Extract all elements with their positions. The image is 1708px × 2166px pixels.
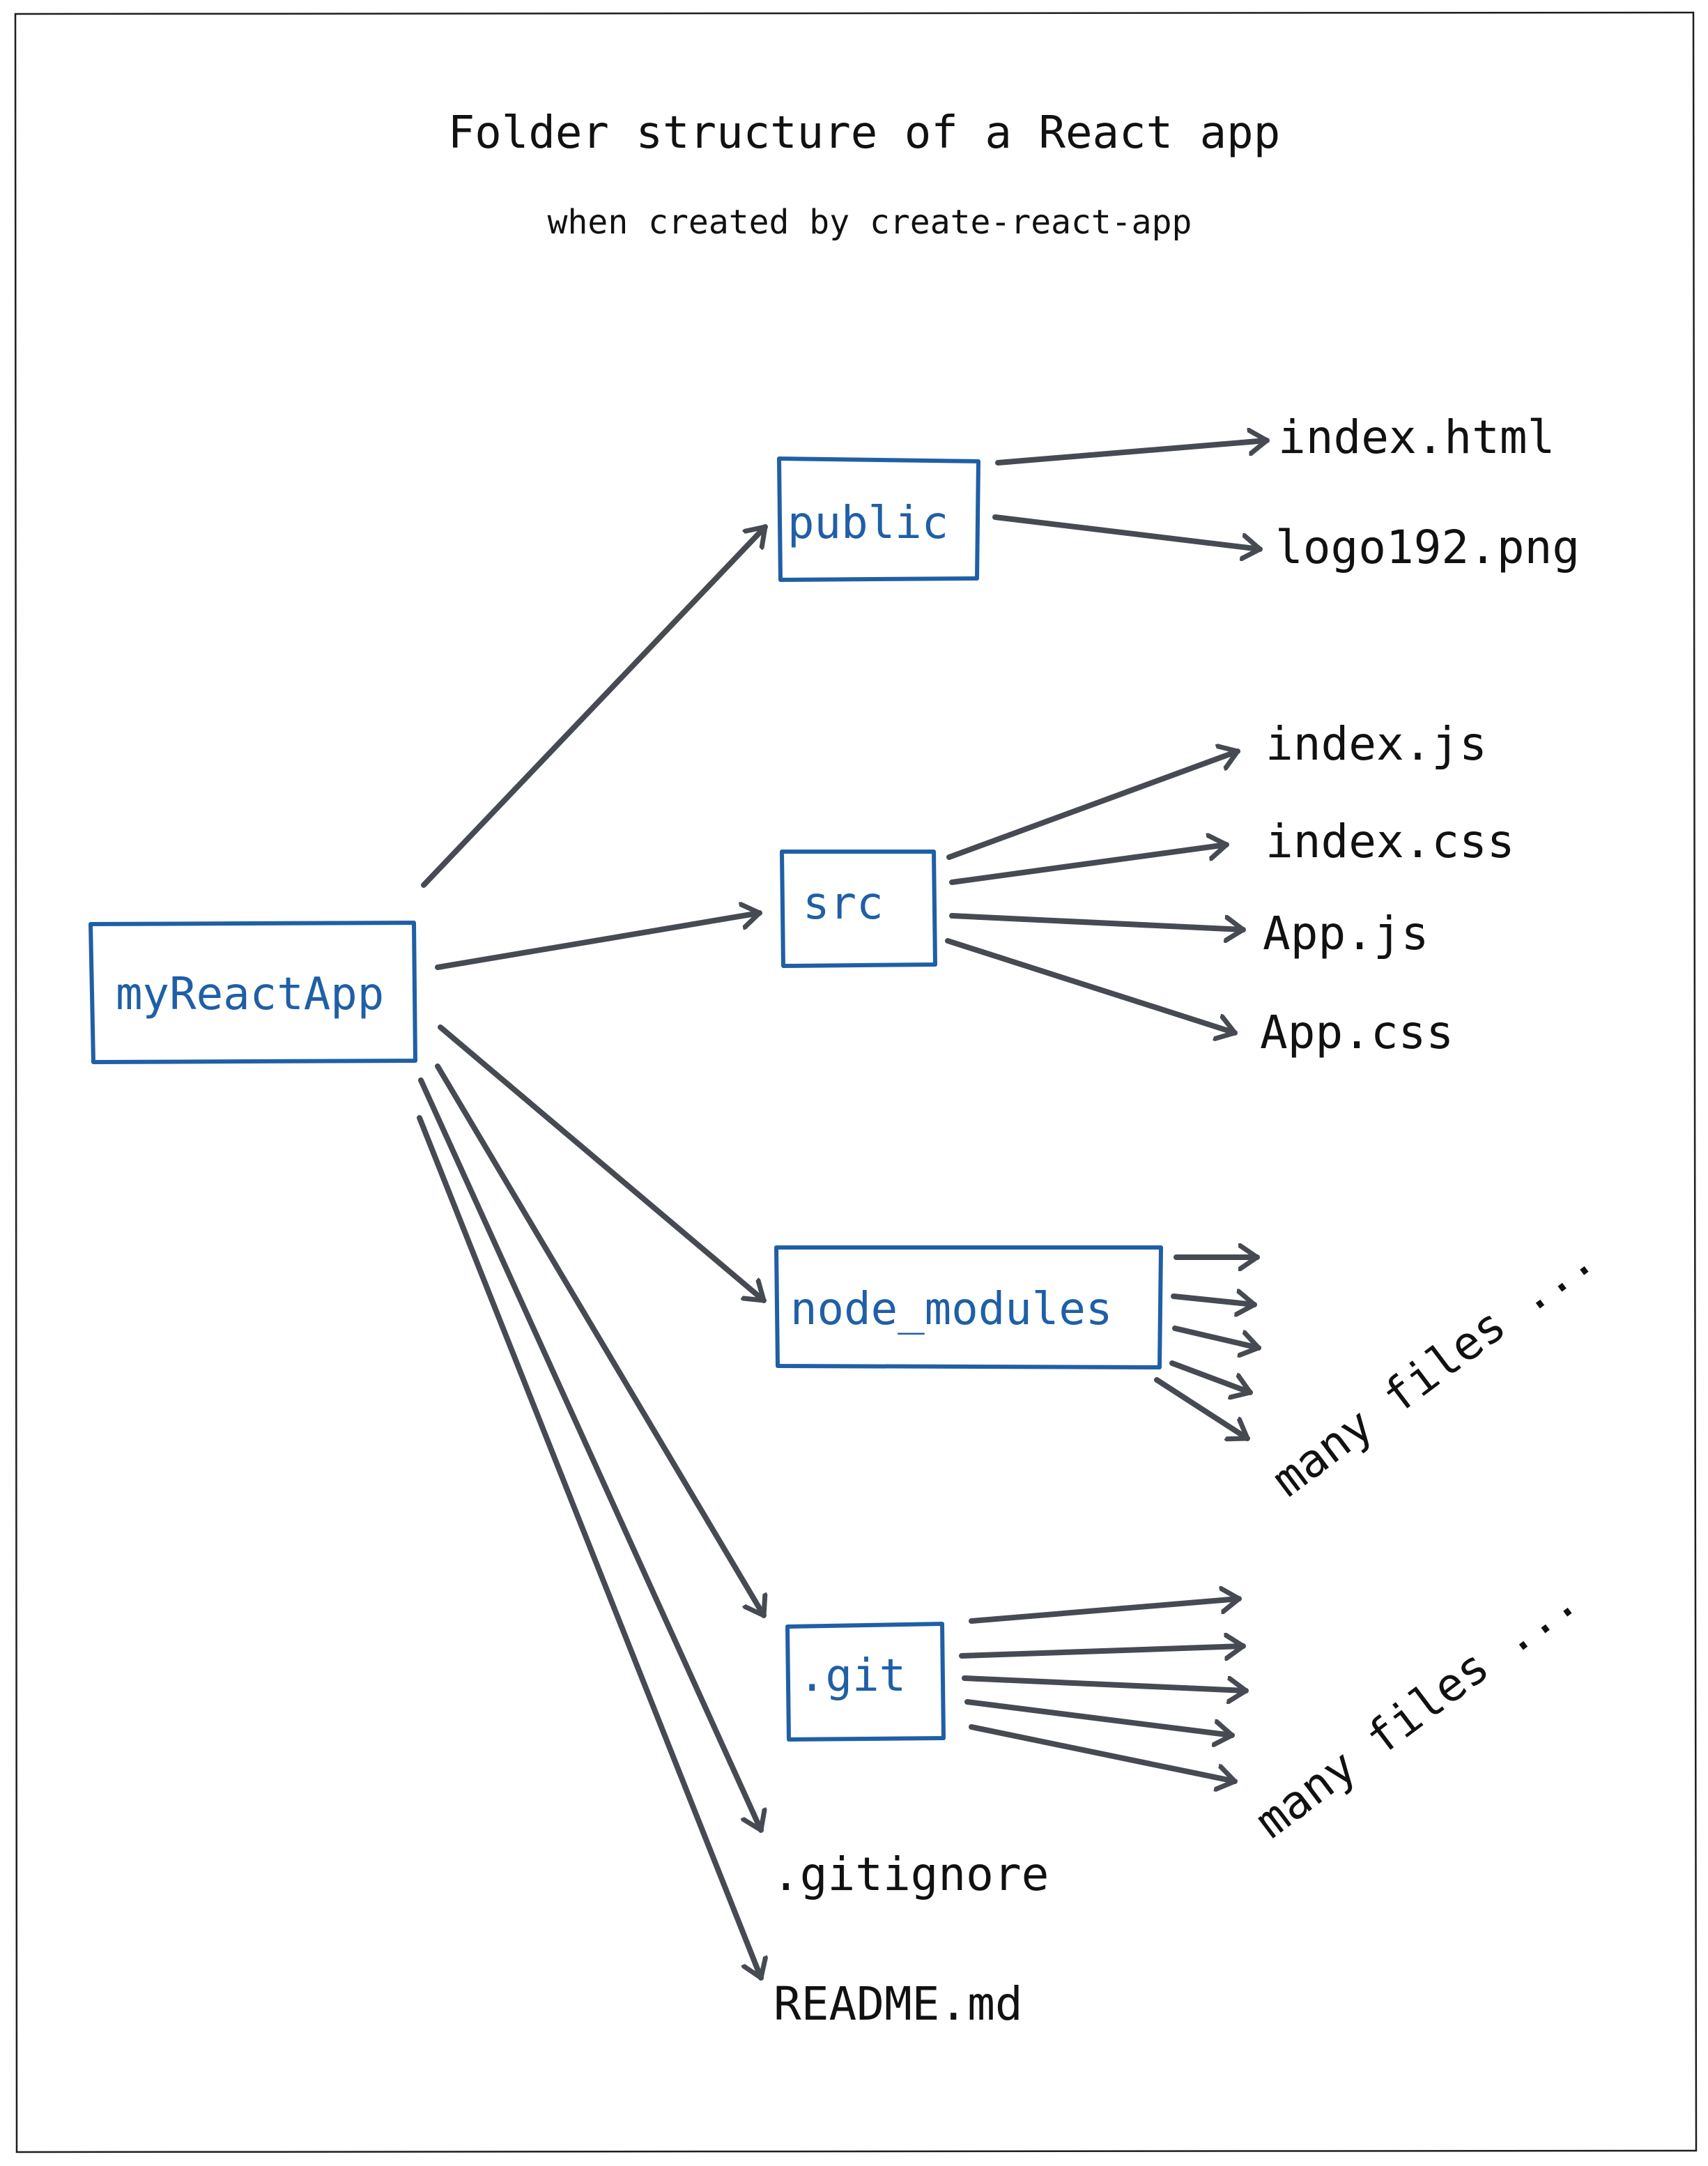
arrow-public-to-logo — [992, 514, 1263, 549]
file-index-html: index.html — [1278, 410, 1555, 464]
arrow-node-modules-4 — [1169, 1360, 1253, 1392]
file-logo192-png: logo192.png — [1275, 521, 1580, 574]
file-app-js: App.js — [1263, 907, 1429, 960]
arrow-root-to-readme — [417, 1115, 761, 1981]
file-app-css: App.css — [1260, 1006, 1454, 1059]
arrow-root-to-gitignore — [418, 1077, 761, 1833]
arrow-git-2 — [959, 1646, 1246, 1656]
git-folder-label: .git — [799, 1650, 906, 1702]
file-index-css: index.css — [1265, 815, 1515, 868]
arrow-src-to-index-css — [949, 845, 1229, 885]
arrow-node-modules-5 — [1154, 1377, 1250, 1438]
arrow-root-to-public — [421, 524, 768, 888]
arrows — [417, 440, 1270, 1981]
diagram-subtitle: when created by create-react-app — [548, 203, 1192, 242]
arrow-git-1 — [969, 1599, 1242, 1624]
public-folder-box — [777, 456, 980, 582]
arrow-git-5 — [969, 1724, 1238, 1781]
git-folder-box — [785, 1622, 946, 1742]
public-folder-label: public — [787, 498, 948, 549]
node-modules-folder-label: node_modules — [790, 1284, 1112, 1335]
arrow-src-to-app-css — [945, 938, 1238, 1033]
diagram-title: Folder structure of a React app — [448, 107, 1280, 159]
node-modules-folder-box — [774, 1245, 1163, 1369]
arrow-root-to-git — [435, 1063, 764, 1618]
arrow-root-to-src — [435, 913, 762, 970]
folder-boxes — [89, 456, 1163, 1742]
src-folder-box — [780, 850, 937, 968]
src-folder-label: src — [803, 878, 884, 930]
root-folder-box — [89, 921, 417, 1064]
arrow-root-to-node-modules — [438, 1024, 767, 1303]
arrow-git-4 — [964, 1699, 1235, 1735]
arrow-public-to-index-html — [995, 440, 1270, 466]
arrow-node-modules-3 — [1172, 1326, 1261, 1348]
root-folder-label: myReactApp — [116, 969, 384, 1020]
node-modules-many-files-note: many files ... — [1262, 1231, 1604, 1507]
file-gitignore: .gitignore — [772, 1848, 1049, 1901]
arrow-git-3 — [962, 1675, 1249, 1691]
arrow-src-to-app-js — [949, 913, 1246, 930]
diagram-frame — [14, 11, 1698, 2153]
arrow-src-to-index-js — [946, 751, 1240, 860]
arrow-node-modules-2 — [1171, 1296, 1257, 1305]
file-readme-md: README.md — [774, 1977, 1023, 2031]
file-index-js: index.js — [1265, 717, 1487, 771]
git-many-files-note: many files ... — [1245, 1572, 1587, 1848]
